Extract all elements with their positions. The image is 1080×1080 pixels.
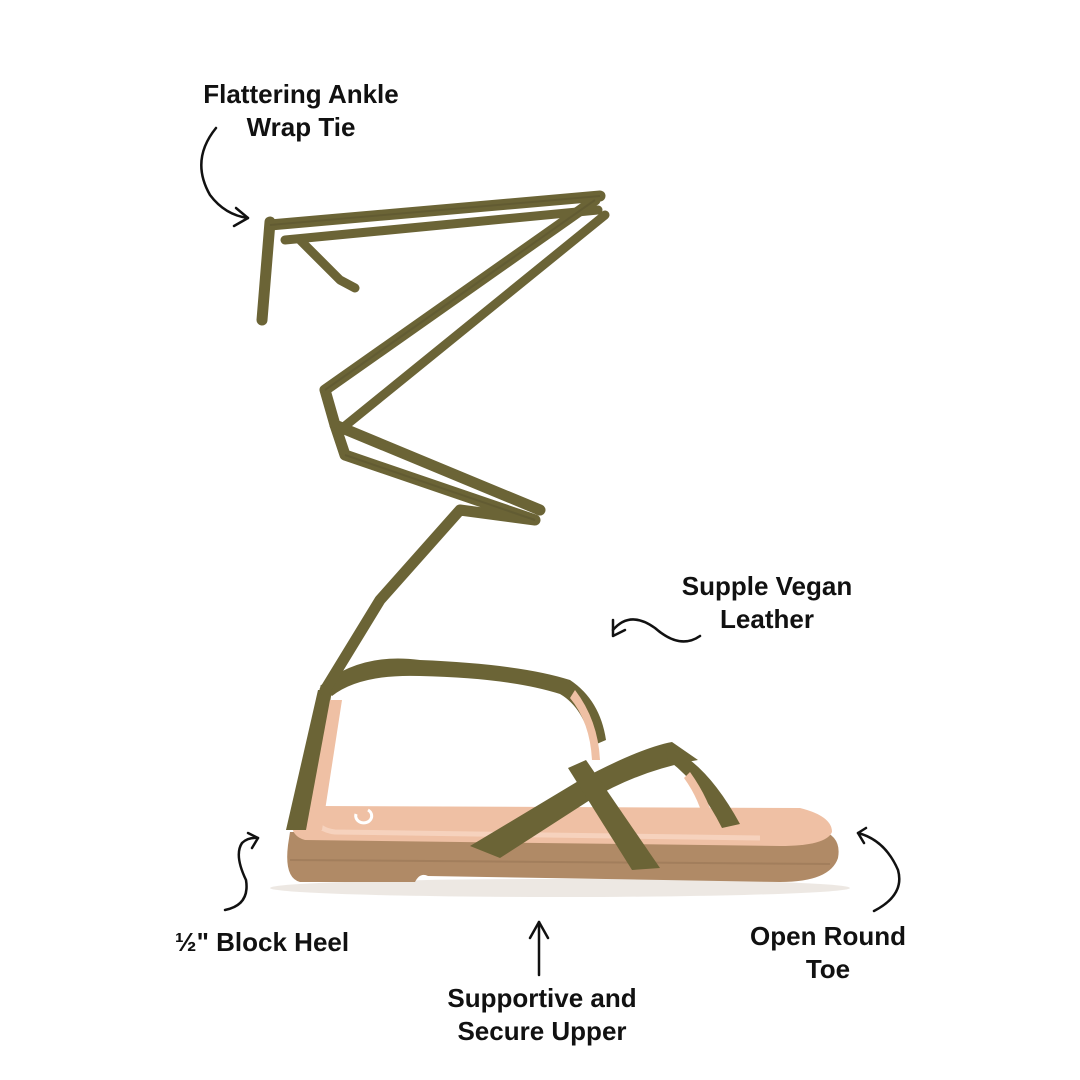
heel-strap (286, 690, 332, 830)
brand-logo-icon (354, 808, 374, 825)
callout-block-heel-line-1: ½" Block Heel (174, 927, 350, 957)
side-strap (320, 658, 606, 746)
callout-upper: Supportive and Secure Upper (432, 982, 652, 1048)
callout-vegan-leather-line-1: Supple Vegan (681, 571, 853, 601)
callout-block-heel: ½" Block Heel (160, 926, 364, 959)
toe-post-strap (665, 746, 740, 828)
arrow-ankle-wrap-icon (200, 126, 250, 220)
callout-vegan-leather: Supple Vegan Leather (668, 570, 866, 636)
callout-vegan-leather-line-2: Leather (720, 604, 814, 634)
callout-ankle-wrap: Flattering Ankle Wrap Tie (188, 78, 414, 144)
callout-upper-line-1: Supportive and (447, 983, 637, 1013)
callout-toe: Open Round Toe (738, 920, 918, 986)
callout-toe-line-2: Toe (805, 954, 851, 984)
cross-strap-1 (470, 742, 698, 858)
arrow-vegan-leather-icon (611, 618, 702, 643)
callout-upper-line-2: Secure Upper (457, 1016, 627, 1046)
arrow-toe-icon (856, 831, 901, 913)
callout-ankle-wrap-line-1: Flattering Ankle (203, 79, 399, 109)
arrow-block-heel-icon (223, 836, 260, 912)
cross-strap-2 (568, 760, 660, 870)
callout-toe-line-1: Open Round (750, 921, 906, 951)
callout-ankle-wrap-line-2: Wrap Tie (246, 112, 356, 142)
